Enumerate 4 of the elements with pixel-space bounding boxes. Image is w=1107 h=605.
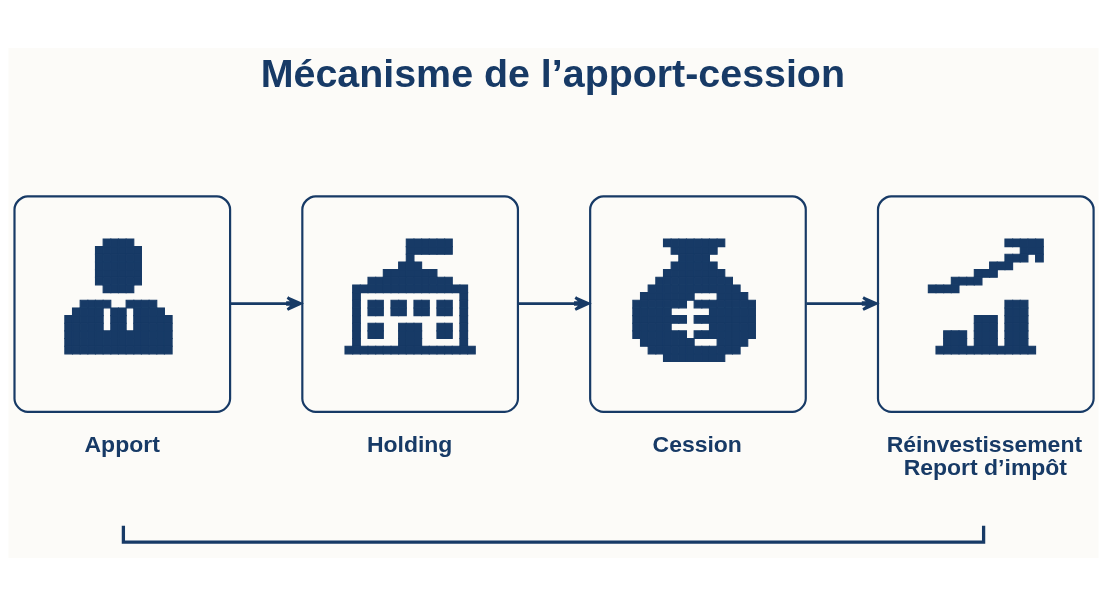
diagram-title: Mécanisme de l’apport-cession [260,50,845,95]
node-label: Cession [652,430,742,457]
node-label: Holding [366,430,453,457]
node-label: Apport [84,430,160,457]
